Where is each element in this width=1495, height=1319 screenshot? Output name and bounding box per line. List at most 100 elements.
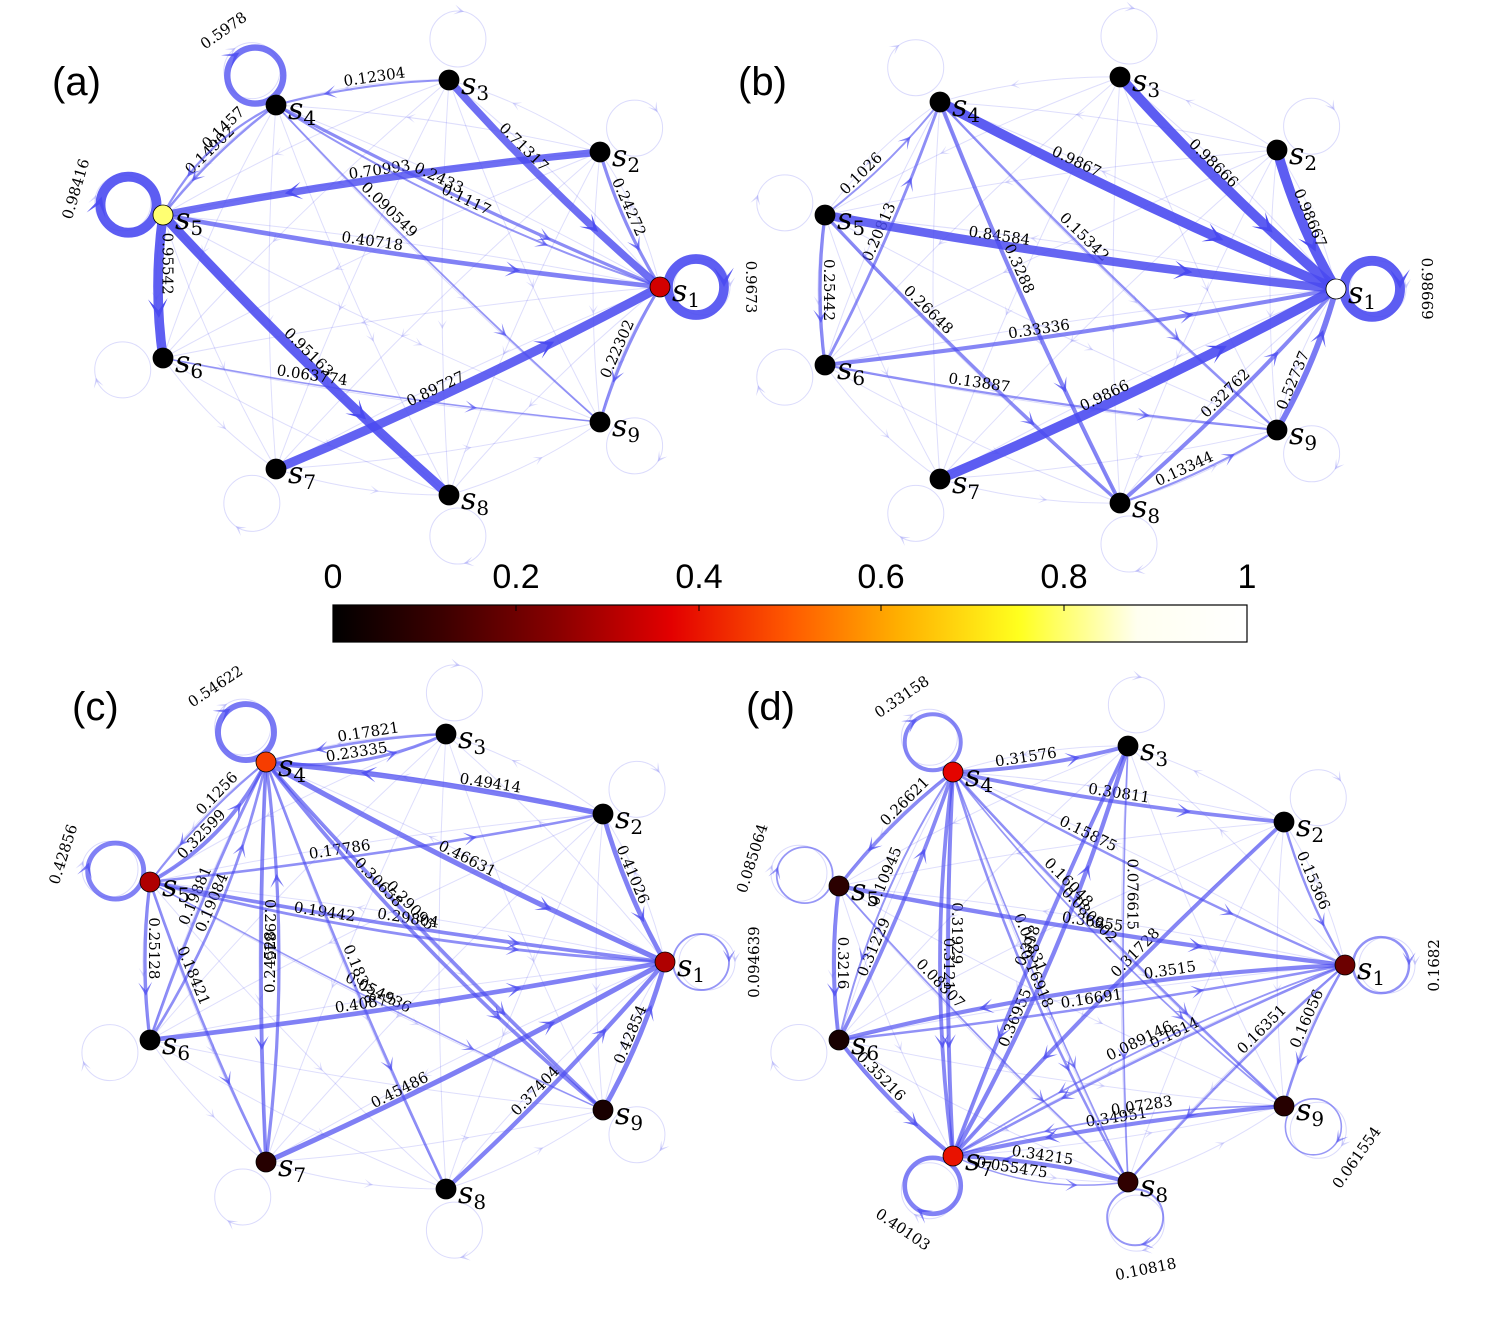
colorbar-tick-marks [515,605,1065,611]
edge-s4-s1 [935,97,1341,294]
edge-s8-s1-weight-label: 0.32762 [1197,365,1254,421]
edge-s1-s1-arrow [722,949,736,963]
background-arrow [1116,998,1126,1008]
background-edge [824,214,941,480]
node-s8-label: s8 [1140,1169,1168,1207]
background-arrow [395,1008,406,1019]
background-arrow [422,1067,433,1077]
edge-s7-s4-arrow [270,874,285,888]
background-edge [265,813,604,1163]
background-arrow [1265,309,1275,318]
background-self-loop [425,1201,483,1259]
edge-s4-s9 [264,760,605,1112]
background-edge [448,79,661,288]
background-arrow [1016,847,1026,857]
edge-s6-s4-arrow [232,843,246,859]
edge-s1-s9-weight-label: 0.16056 [1286,987,1327,1051]
node-s8 [438,484,460,506]
background-arrow [357,904,367,914]
edge-s4-s1-arrow [1201,223,1224,242]
edge-s2-s1 [600,811,668,965]
edge-s4-s9-arrow [1166,327,1180,342]
node-s3 [435,723,457,745]
node-s3-label: s3 [1140,733,1168,771]
edge-s3-s4 [274,78,451,107]
background-edge [149,881,604,1111]
background-arrow [1331,770,1342,782]
background-edge [1119,76,1278,151]
background-edge [599,151,661,288]
edge-s9-s7-arrow [1045,1128,1061,1143]
background-arrow [1040,997,1050,1007]
edge-s4-s5 [161,103,278,217]
background-self-loop [429,507,487,565]
node-s2 [592,803,614,825]
edge-s1-s1-weight-label: 0.1682 [1425,939,1443,992]
node-s1-label: s1 [677,949,705,987]
node-s1-label: s1 [1348,276,1376,314]
background-arrow [1334,458,1345,470]
background-edge [149,733,447,1041]
background-edge [824,214,1278,431]
background-edge [1127,745,1285,1107]
background-edge [1269,149,1278,431]
background-edge [162,214,277,470]
background-self-loop [1289,769,1347,827]
background-self-loop [94,341,152,399]
edge-s4-s5-arrow [179,831,193,846]
edge-s4-s9 [951,770,1286,1108]
background-edge [838,1039,1129,1183]
edge-s4-s7-weight-label: 0.31929 [948,902,966,964]
node-s9-subscript: 9 [627,423,640,447]
background-arrow [1101,170,1112,179]
background-arrow [629,203,638,214]
background-arrow [1044,1010,1053,1021]
edge-s5-s1 [148,880,667,964]
background-edge [1119,76,1337,290]
background-arrow [1325,99,1335,111]
edge-s9-s7 [952,1105,1285,1157]
background-self-loop [429,10,487,68]
background-arrow [1075,111,1086,121]
background-self-loop [770,1023,828,1081]
background-self-loop [756,348,814,406]
background-arrow [1124,1,1135,12]
edge-s2-s1-arrow [1312,912,1325,927]
background-edge [838,745,1129,887]
node-s1 [654,951,676,973]
edge-s4-s1-weight-label: 0.1117 [439,180,494,219]
background-arrow [1011,79,1021,89]
edge-s1-s1-arrow [1389,269,1410,289]
edge-s6-s1 [822,286,1339,368]
edge-s4-s1-arrow [534,895,552,911]
edge-s7-s1 [935,284,1341,484]
background-edge [1283,821,1346,966]
edge-s3-s1-arrow [1251,211,1273,233]
edge-s5-s8-arrow [1031,1088,1045,1102]
background-arrow [412,337,423,346]
edge-s8-s9-arrow [1220,454,1235,466]
background-arrow [649,762,660,773]
node-s1-subscript: 1 [687,288,700,312]
node-s1-subscript: 1 [1372,966,1385,990]
background-arrow [456,290,466,301]
background-arrow [949,908,960,918]
edge-s9-s9-self-loop [1284,1098,1343,1156]
node-s8-subscript: 8 [1155,1183,1168,1207]
background-arrow [888,44,900,55]
background-edge [162,214,601,423]
background-arrow [1341,1135,1351,1147]
edge-s5-s5-self-loop [775,846,834,904]
background-arrow [459,1134,470,1144]
background-arrow [216,419,227,430]
panel-label-0: (a) [52,60,101,104]
background-edge [939,101,1337,290]
background-edge [602,813,666,963]
background-arrow [525,277,535,288]
edge-s3-s8-weight-label: 0.076615 [1124,858,1142,930]
background-self-loop [887,39,945,97]
edge-s5-s1-arrow [504,261,521,277]
edge-s7-s7-self-loop [902,1155,964,1217]
node-s4-label: s4 [278,749,306,787]
